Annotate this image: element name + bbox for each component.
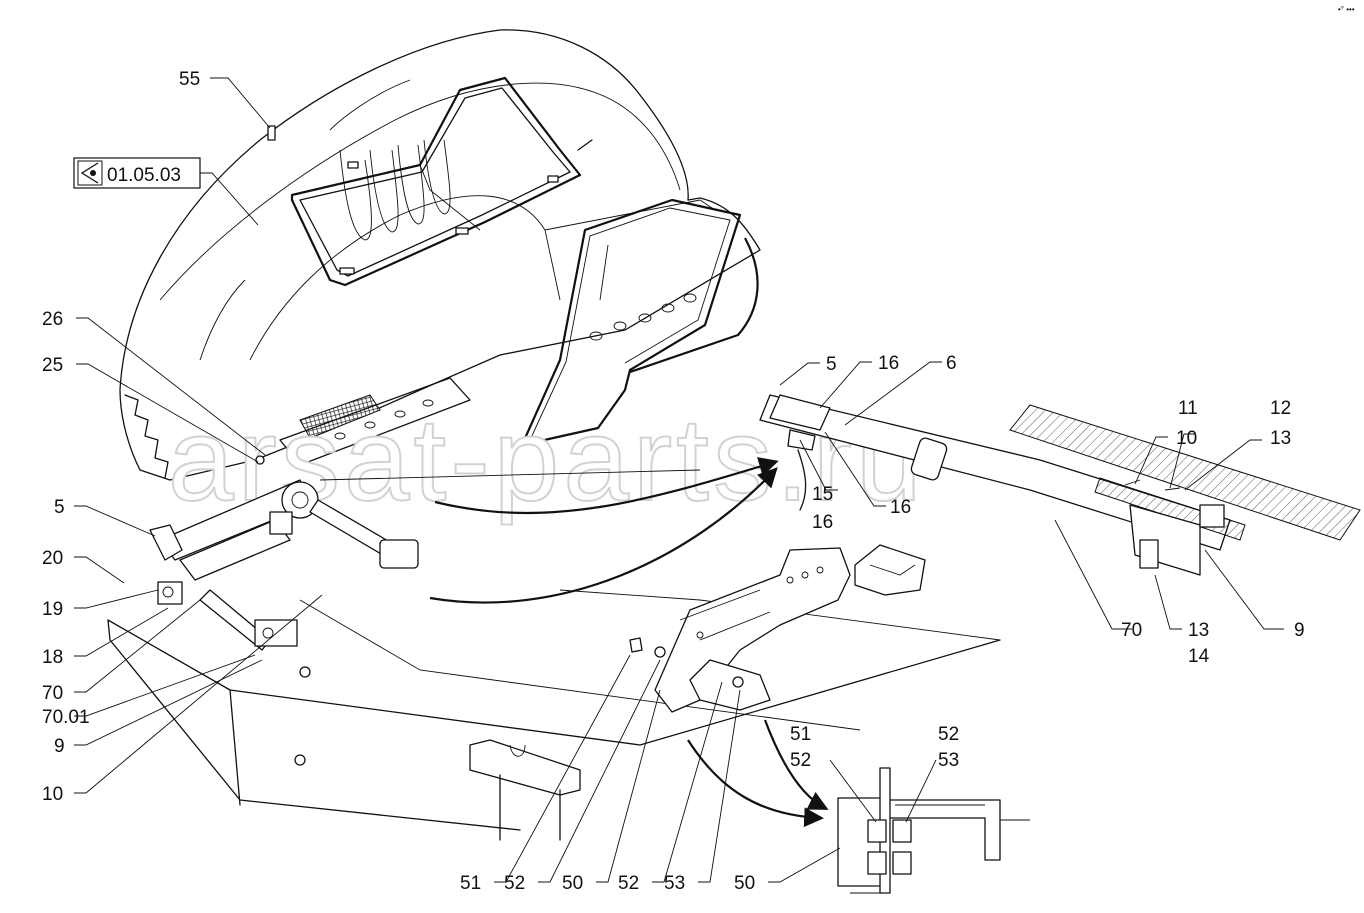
callout-50-bottom: 50 [562, 873, 583, 894]
callout-70-left: 70 [42, 683, 63, 704]
callout-10-left: 10 [42, 784, 63, 805]
callout-53-bottom: 53 [664, 873, 685, 894]
view-reference-label: 01.05.03 [107, 165, 181, 186]
cab-hood [119, 29, 761, 481]
callout-11: 11 [1178, 398, 1198, 419]
lever-linkage [149, 455, 419, 766]
watermark: arsat-parts.ru [168, 394, 926, 526]
corner-mark: •° ••• [1338, 5, 1355, 14]
callout-52-bottom-b: 52 [618, 873, 639, 894]
callout-52-detail-right: 52 [938, 724, 959, 745]
arrow-to-shaft-detail-lower [429, 467, 778, 604]
callout-70-01: 70.01 [42, 707, 90, 728]
frame-base [107, 469, 1001, 841]
callout-19: 19 [42, 599, 63, 620]
callout-12: 12 [1270, 398, 1291, 419]
callout-15: 15 [812, 484, 833, 505]
leader-lines [74, 77, 1284, 883]
arrow-to-bolt-detail-left [687, 739, 824, 828]
callout-18: 18 [42, 647, 63, 668]
callout-16-top: 16 [878, 353, 899, 374]
arrow-to-bolt-detail-right [763, 719, 829, 810]
callout-13-top: 13 [1270, 428, 1291, 449]
callout-6: 6 [946, 353, 957, 374]
callout-55: 55 [179, 69, 200, 90]
callout-5-right: 5 [826, 354, 837, 375]
shaft-section-detail [759, 394, 1361, 576]
arrow-to-shaft-detail-upper [434, 457, 779, 515]
callout-51-detail: 51 [790, 724, 811, 745]
view-reference-box[interactable]: 01.05.03 [73, 157, 201, 189]
callout-20: 20 [42, 548, 63, 569]
callout-labels: 55 26 25 5 20 19 18 70 70.01 9 10 5 16 6… [42, 69, 1305, 894]
callout-25: 25 [42, 355, 63, 376]
callout-14: 14 [1188, 646, 1210, 667]
callout-52-bottom-a: 52 [504, 873, 525, 894]
callout-5-left: 5 [54, 497, 65, 518]
callout-53-detail: 53 [938, 750, 959, 771]
callout-50-detail: 50 [734, 873, 755, 894]
detail-arrows [429, 457, 829, 828]
callout-16-lower: 16 [812, 512, 833, 533]
support-bracket [629, 544, 926, 713]
callout-51-bottom: 51 [460, 873, 481, 894]
callout-9-left: 9 [54, 736, 65, 757]
view-eye-icon [77, 160, 103, 186]
callout-13-bottom: 13 [1188, 620, 1209, 641]
callout-10-right: 10 [1176, 428, 1197, 449]
callout-52-detail-left: 52 [790, 750, 811, 771]
callout-9-right: 9 [1294, 620, 1305, 641]
bolted-joint-detail [837, 767, 1030, 894]
callout-26: 26 [42, 309, 63, 330]
callout-16-right: 16 [890, 497, 911, 518]
callout-70-right: 70 [1121, 620, 1142, 641]
